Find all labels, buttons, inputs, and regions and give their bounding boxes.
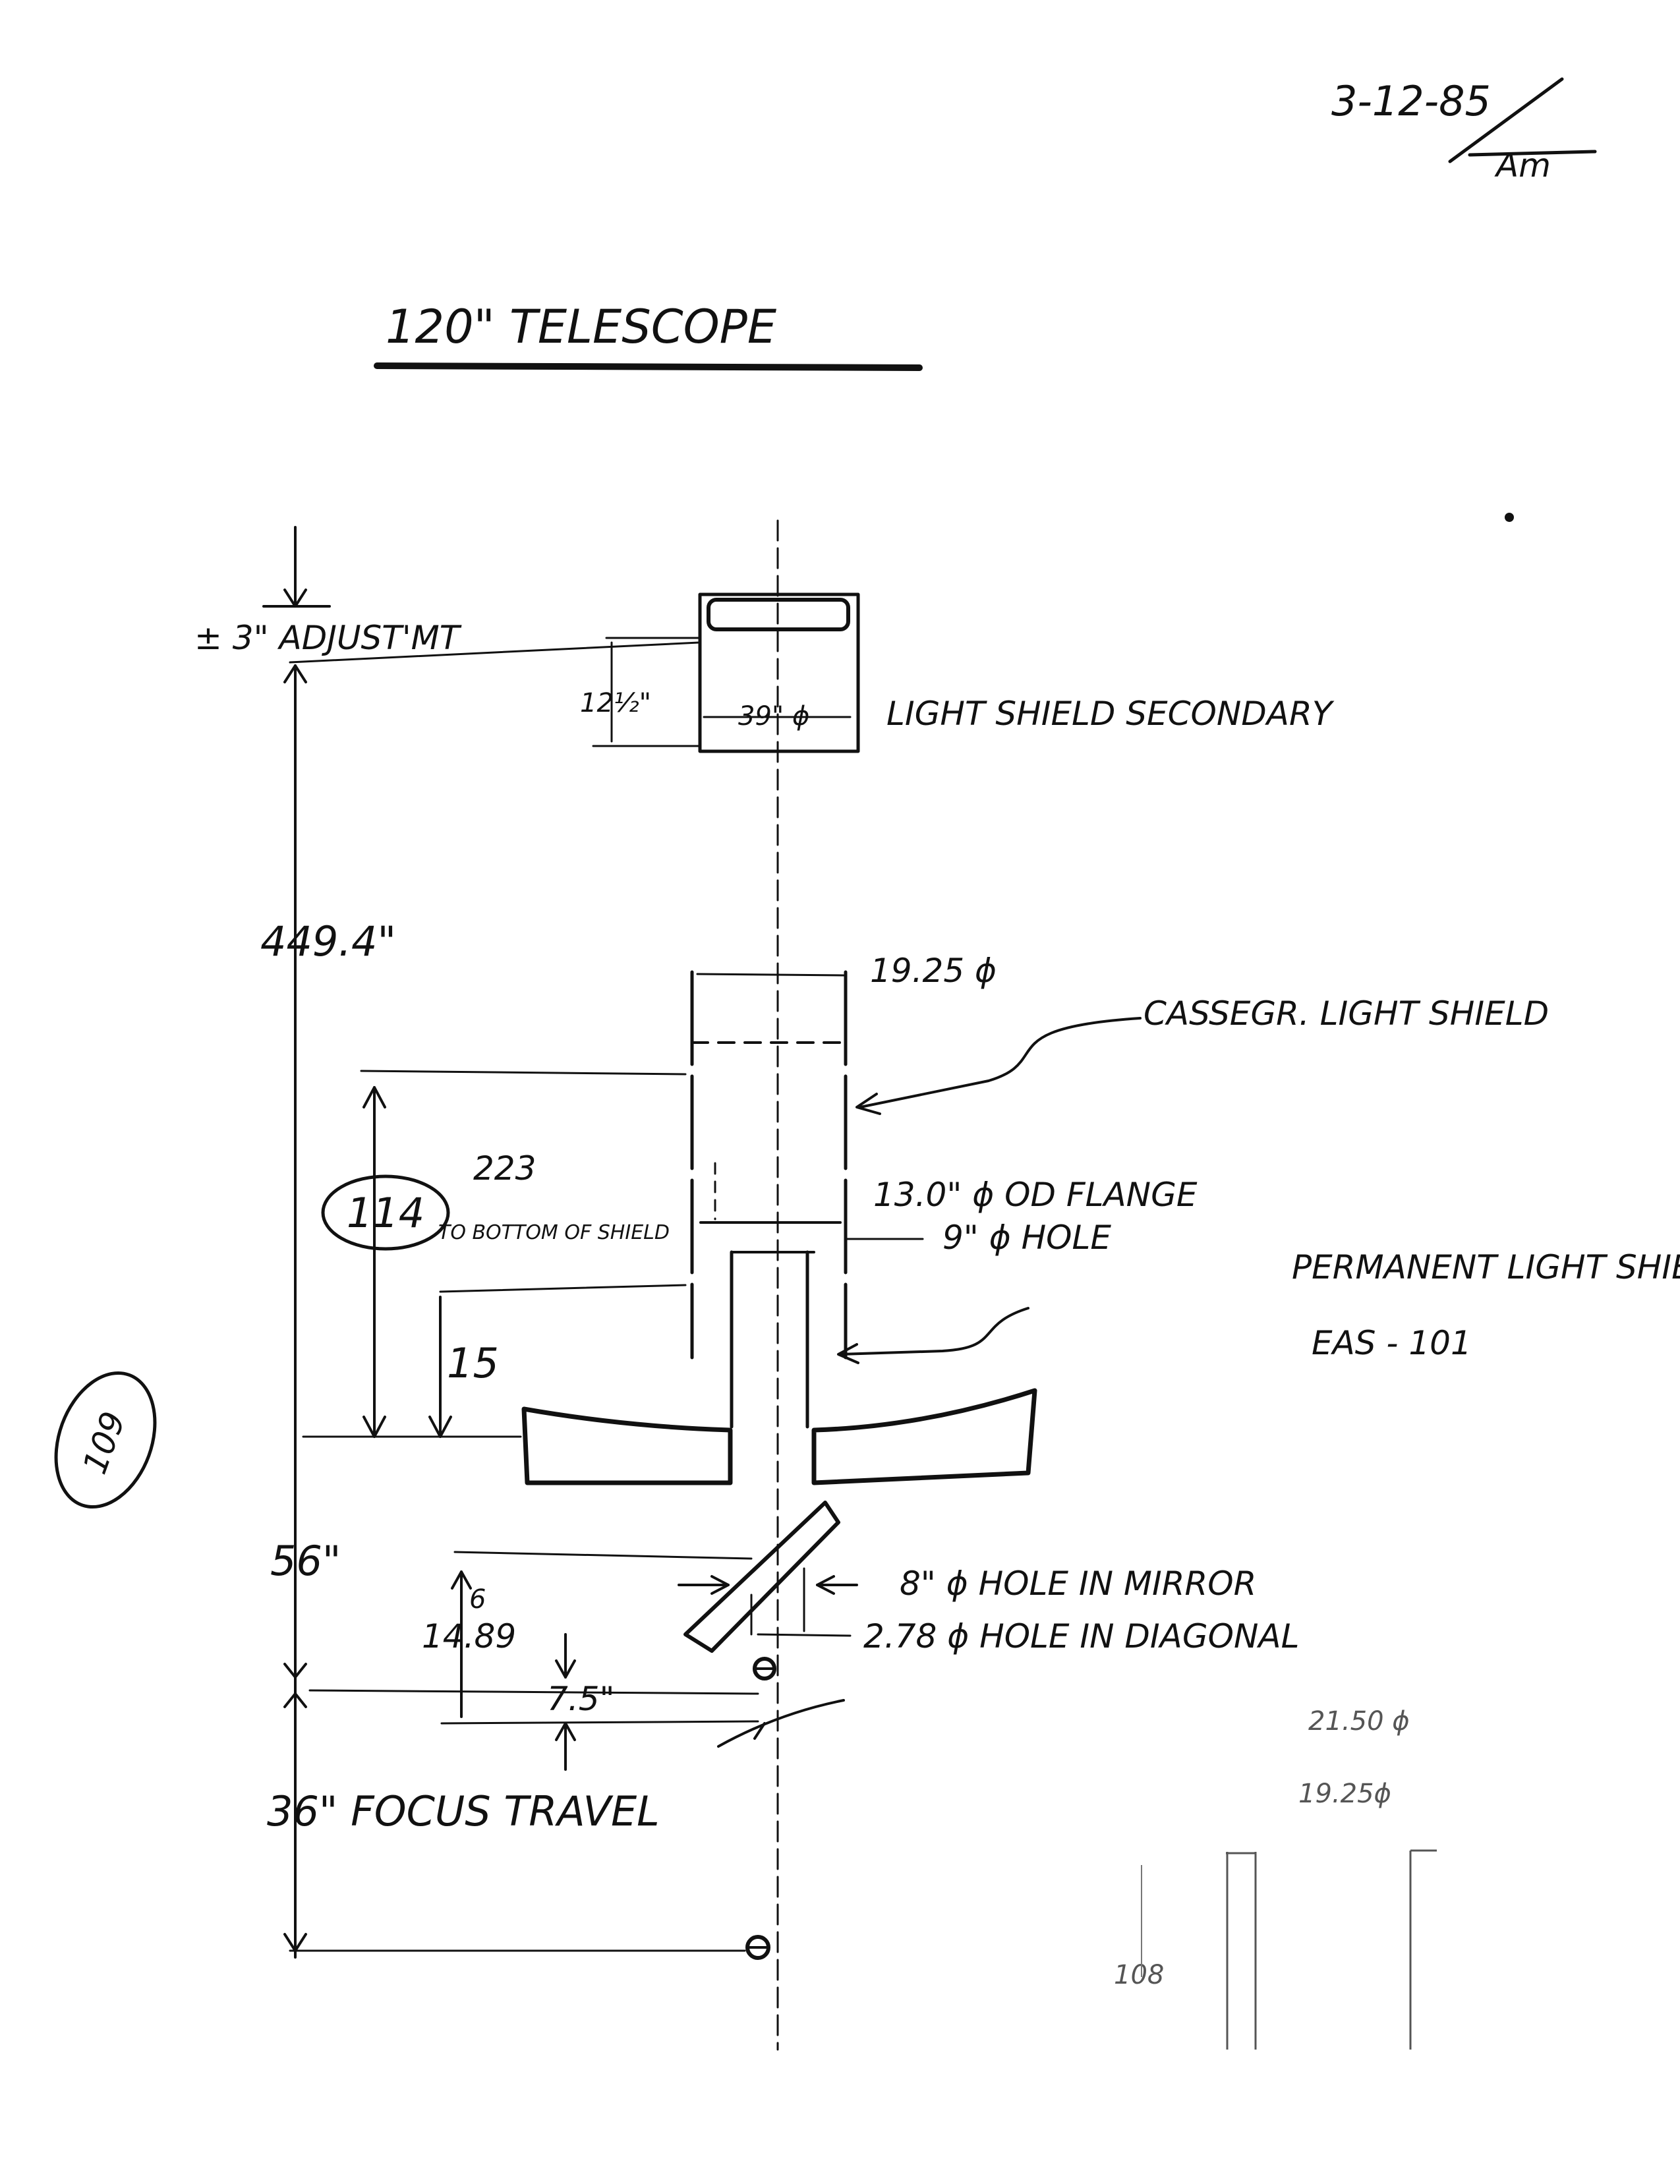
shield-height-label: 12½"	[580, 688, 651, 718]
primary-mirror-left	[521, 1406, 733, 1485]
title-underline	[374, 362, 923, 371]
secondary-mirror	[707, 598, 850, 631]
mirror-to-focus-label: 56"	[270, 1537, 341, 1585]
part-number-label: EAS - 101	[1312, 1324, 1472, 1362]
scan-speck	[1505, 513, 1514, 522]
diagonal-hole-label: 2.78 ϕ HOLE IN DIAGONAL	[863, 1617, 1299, 1655]
diagonal-small-label: 6	[469, 1584, 486, 1615]
secondary-light-shield	[698, 592, 860, 753]
shield-diameter-label: 39" ϕ	[738, 701, 809, 732]
permanent-light-shield-label: PERMANENT LIGHT SHIELD	[1292, 1248, 1680, 1286]
faint-note-3: 108	[1114, 1960, 1164, 1990]
flange-od-label: 13.0" ϕ OD FLANGE	[873, 1176, 1198, 1214]
permanent-height-label: 15	[447, 1339, 499, 1387]
mirror-hole-label: 8" ϕ HOLE IN MIRROR	[900, 1565, 1256, 1603]
cassegrain-diameter-label: 19.25 ϕ	[870, 952, 997, 990]
light-shield-secondary-label: LIGHT SHIELD SECONDARY	[886, 695, 1335, 733]
diagonal-distance-label: 14.89	[422, 1617, 516, 1655]
adjustment-label: ± 3" ADJUST'MT	[194, 619, 462, 657]
permanent-leader	[839, 1307, 1029, 1356]
faint-note-2: 19.25ϕ	[1298, 1779, 1391, 1809]
drawing-title: 120" TELESCOPE	[386, 300, 777, 354]
date-text: 3-12-85	[1331, 77, 1491, 125]
page-circle-number: 109	[76, 1407, 133, 1480]
focus-travel-label: 36" FOCUS TRAVEL	[267, 1787, 660, 1835]
primary-mirror-right	[811, 1388, 1037, 1485]
upper-value: 223	[473, 1149, 536, 1188]
cassegrain-light-shield-label: CASSEGR. LIGHT SHIELD	[1144, 994, 1549, 1033]
to-bottom-note: TO BOTTOM OF SHIELD	[438, 1221, 670, 1244]
cassegrain-leader	[859, 1017, 1142, 1108]
total-length-label: 449.4"	[260, 917, 396, 965]
date-slash	[1448, 77, 1564, 163]
page-circle	[54, 1371, 157, 1509]
diagonal-mirror	[683, 1501, 840, 1653]
circled-value-ring	[321, 1174, 450, 1251]
flange-hole-label: 9" ϕ HOLE	[942, 1219, 1111, 1257]
diagonal-offset-label: 7.5"	[547, 1680, 615, 1718]
faint-note-1: 21.50 ϕ	[1308, 1706, 1410, 1737]
circled-value: 114	[347, 1189, 424, 1237]
initials-line	[1468, 150, 1597, 157]
